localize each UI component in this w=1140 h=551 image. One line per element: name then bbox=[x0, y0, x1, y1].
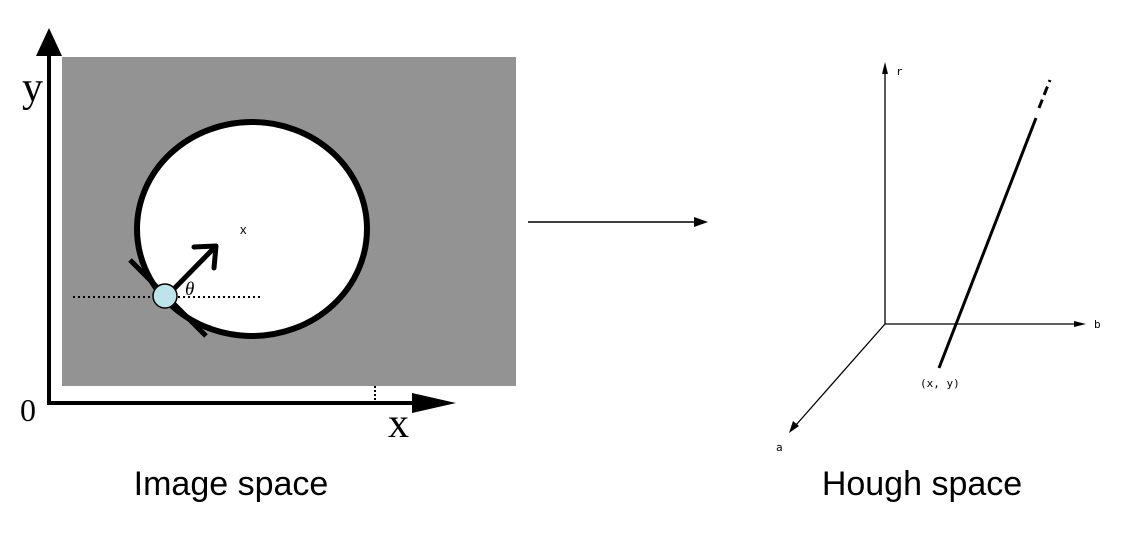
gradient-arrow-head bbox=[191, 243, 219, 271]
hough-point-label: (x, y) bbox=[920, 377, 960, 390]
hough-b-axis-arrowhead bbox=[1074, 321, 1086, 327]
hough-locus-line bbox=[937, 117, 1038, 369]
hough-space-caption: Hough space bbox=[822, 465, 1022, 503]
image-space-caption: Image space bbox=[134, 465, 329, 503]
image-y-axis-label: y bbox=[22, 65, 43, 111]
hough-space-panel: r b a (x, y) Hough space bbox=[776, 62, 1101, 503]
image-x-axis-arrowhead bbox=[412, 393, 456, 413]
hough-r-axis-arrowhead bbox=[882, 62, 888, 74]
image-origin-label: 0 bbox=[20, 392, 36, 428]
image-y-axis-arrowhead bbox=[36, 28, 62, 56]
hough-a-axis-arrowhead bbox=[789, 421, 799, 433]
hough-a-axis-label: a bbox=[776, 441, 783, 454]
angle-theta-label: θ bbox=[185, 279, 194, 300]
hough-locus-line-dashed bbox=[1037, 79, 1052, 109]
hough-b-axis-label: b bbox=[1094, 318, 1101, 331]
image-x-axis-label: x bbox=[388, 401, 409, 447]
hough-a-axis bbox=[795, 323, 886, 426]
edge-point bbox=[152, 283, 178, 309]
circle-shape bbox=[134, 119, 370, 339]
hough-r-axis-label: r bbox=[896, 65, 903, 78]
image-space-panel: y x 0 x θ Image space bbox=[20, 28, 516, 503]
circle-center-mark: x bbox=[240, 222, 247, 237]
transform-arrow bbox=[528, 217, 708, 227]
